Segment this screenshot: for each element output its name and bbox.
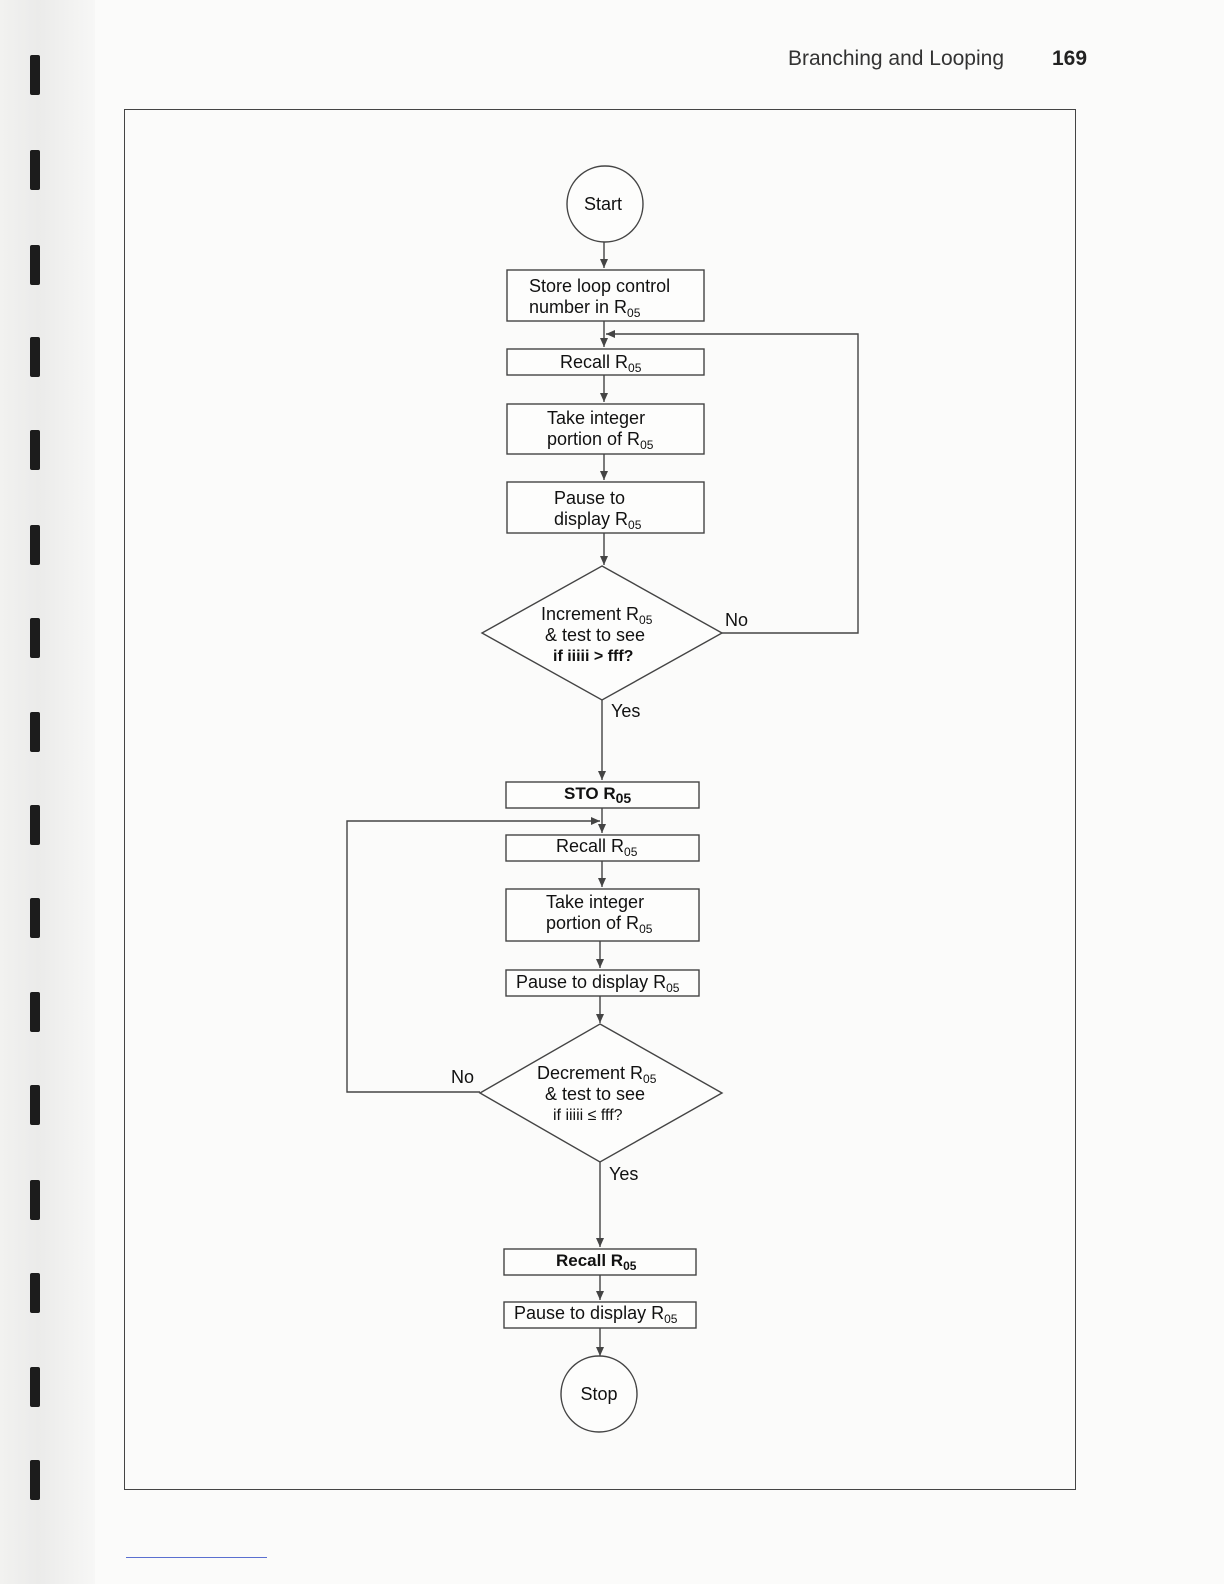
binding-ring bbox=[30, 992, 40, 1032]
register-subscript: 05 bbox=[628, 361, 642, 375]
binding-ring bbox=[30, 1460, 40, 1500]
binding-ring bbox=[30, 1367, 40, 1407]
register-subscript: 05 bbox=[639, 613, 653, 627]
take-integer-box-2: Take integer portion of R05 bbox=[505, 888, 700, 942]
binding-ring bbox=[30, 712, 40, 752]
edges bbox=[346, 242, 859, 1356]
recall-box-3: Recall R05 bbox=[503, 1248, 697, 1276]
take-label-line2: portion of R bbox=[547, 429, 640, 449]
svg-text:Recall R05: Recall R05 bbox=[556, 1251, 637, 1273]
binding-ring bbox=[30, 805, 40, 845]
svg-text:Decrement R05: Decrement R05 bbox=[537, 1063, 657, 1086]
footnote-rule bbox=[126, 1557, 267, 1558]
register-subscript: 05 bbox=[639, 922, 653, 936]
svg-text:portion of R05: portion of R05 bbox=[546, 913, 653, 936]
recall-label: Recall R bbox=[556, 1251, 623, 1270]
pause-display-box-3: Pause to display R05 bbox=[503, 1301, 697, 1329]
pause-single-label: Pause to display R bbox=[516, 972, 666, 992]
sto-subscript: 05 bbox=[616, 790, 632, 806]
binding-strip bbox=[0, 0, 95, 1584]
pause-single-label: Pause to display R bbox=[514, 1303, 664, 1323]
register-subscript: 05 bbox=[643, 1072, 657, 1086]
running-title: Branching and Looping bbox=[788, 47, 1005, 70]
increment-label-line1: Increment R bbox=[541, 604, 639, 624]
decrement-label-line3: if iiiii ≤ fff? bbox=[553, 1107, 623, 1124]
recall-label: Recall R bbox=[556, 836, 624, 856]
page-number: 169 bbox=[1052, 47, 1088, 70]
page-header: Branching and Looping 169 bbox=[0, 47, 1224, 77]
increment-label-line2: & test to see bbox=[545, 625, 645, 645]
stop-label: Stop bbox=[580, 1384, 617, 1404]
svg-text:STO R05: STO R05 bbox=[564, 784, 631, 806]
binding-ring bbox=[30, 337, 40, 377]
edge-label-yes-1: Yes bbox=[611, 701, 640, 721]
svg-text:Pause to display R05: Pause to display R05 bbox=[516, 972, 680, 995]
store-loop-control-box: Store loop control number in R05 bbox=[506, 269, 705, 322]
sto-box: STO R05 bbox=[505, 781, 700, 809]
binding-ring bbox=[30, 1273, 40, 1313]
edge-decrement-no-loop bbox=[346, 817, 600, 1093]
register-subscript: 05 bbox=[666, 981, 680, 995]
recall-box-2: Recall R05 bbox=[505, 834, 700, 862]
binding-ring bbox=[30, 245, 40, 285]
binding-ring bbox=[30, 898, 40, 938]
binding-ring bbox=[30, 618, 40, 658]
register-subscript: 05 bbox=[664, 1312, 678, 1326]
svg-text:Pause to display R05: Pause to display R05 bbox=[514, 1303, 678, 1326]
increment-label-line3: if iiiii > fff? bbox=[553, 648, 633, 665]
register-subscript: 05 bbox=[624, 845, 638, 859]
register-subscript: 05 bbox=[640, 438, 654, 452]
take-label-line2: portion of R bbox=[546, 913, 639, 933]
take-label-line1: Take integer bbox=[546, 892, 644, 912]
store-label-line2: number in R bbox=[529, 297, 627, 317]
pause-label-line2: display R bbox=[554, 509, 628, 529]
recall-label: Recall R bbox=[560, 352, 628, 372]
binding-ring bbox=[30, 1180, 40, 1220]
start-label: Start bbox=[584, 194, 622, 214]
recall-box-1: Recall R05 bbox=[506, 348, 705, 376]
binding-ring bbox=[30, 1085, 40, 1125]
register-subscript: 05 bbox=[623, 1259, 637, 1273]
svg-text:Increment R05: Increment R05 bbox=[541, 604, 653, 627]
pause-label-line1: Pause to bbox=[554, 488, 625, 508]
svg-text:Recall R05: Recall R05 bbox=[560, 352, 642, 375]
svg-text:display R05: display R05 bbox=[554, 509, 642, 532]
figure-frame bbox=[124, 109, 1076, 1490]
stop-node: Stop bbox=[560, 1355, 638, 1433]
decrement-label-line2: & test to see bbox=[545, 1084, 645, 1104]
increment-test-diamond: Increment R05 & test to see if iiiii > f… bbox=[480, 565, 724, 701]
binding-ring bbox=[30, 150, 40, 190]
pause-display-box-2: Pause to display R05 bbox=[505, 969, 700, 997]
take-integer-box-1: Take integer portion of R05 bbox=[506, 403, 705, 455]
take-label-line1: Take integer bbox=[547, 408, 645, 428]
register-subscript: 05 bbox=[628, 518, 642, 532]
svg-text:number in R05: number in R05 bbox=[529, 297, 641, 320]
edge-label-no-2: No bbox=[451, 1067, 474, 1087]
decrement-label-line1: Decrement R bbox=[537, 1063, 643, 1083]
edge-label-no-1: No bbox=[725, 610, 748, 630]
edge-label-yes-2: Yes bbox=[609, 1164, 638, 1184]
binding-ring bbox=[30, 525, 40, 565]
pause-display-box-1: Pause to display R05 bbox=[506, 481, 705, 534]
sto-label: STO R bbox=[564, 784, 616, 803]
svg-text:portion of R05: portion of R05 bbox=[547, 429, 654, 452]
decrement-test-diamond: Decrement R05 & test to see if iiiii ≤ f… bbox=[478, 1023, 724, 1163]
store-label-line1: Store loop control bbox=[529, 276, 670, 296]
register-subscript: 05 bbox=[627, 306, 641, 320]
svg-text:Recall R05: Recall R05 bbox=[556, 836, 638, 859]
binding-ring bbox=[30, 430, 40, 470]
start-node: Start bbox=[566, 165, 644, 243]
binding-ring bbox=[30, 55, 40, 95]
edge-increment-no-loop bbox=[606, 330, 859, 634]
